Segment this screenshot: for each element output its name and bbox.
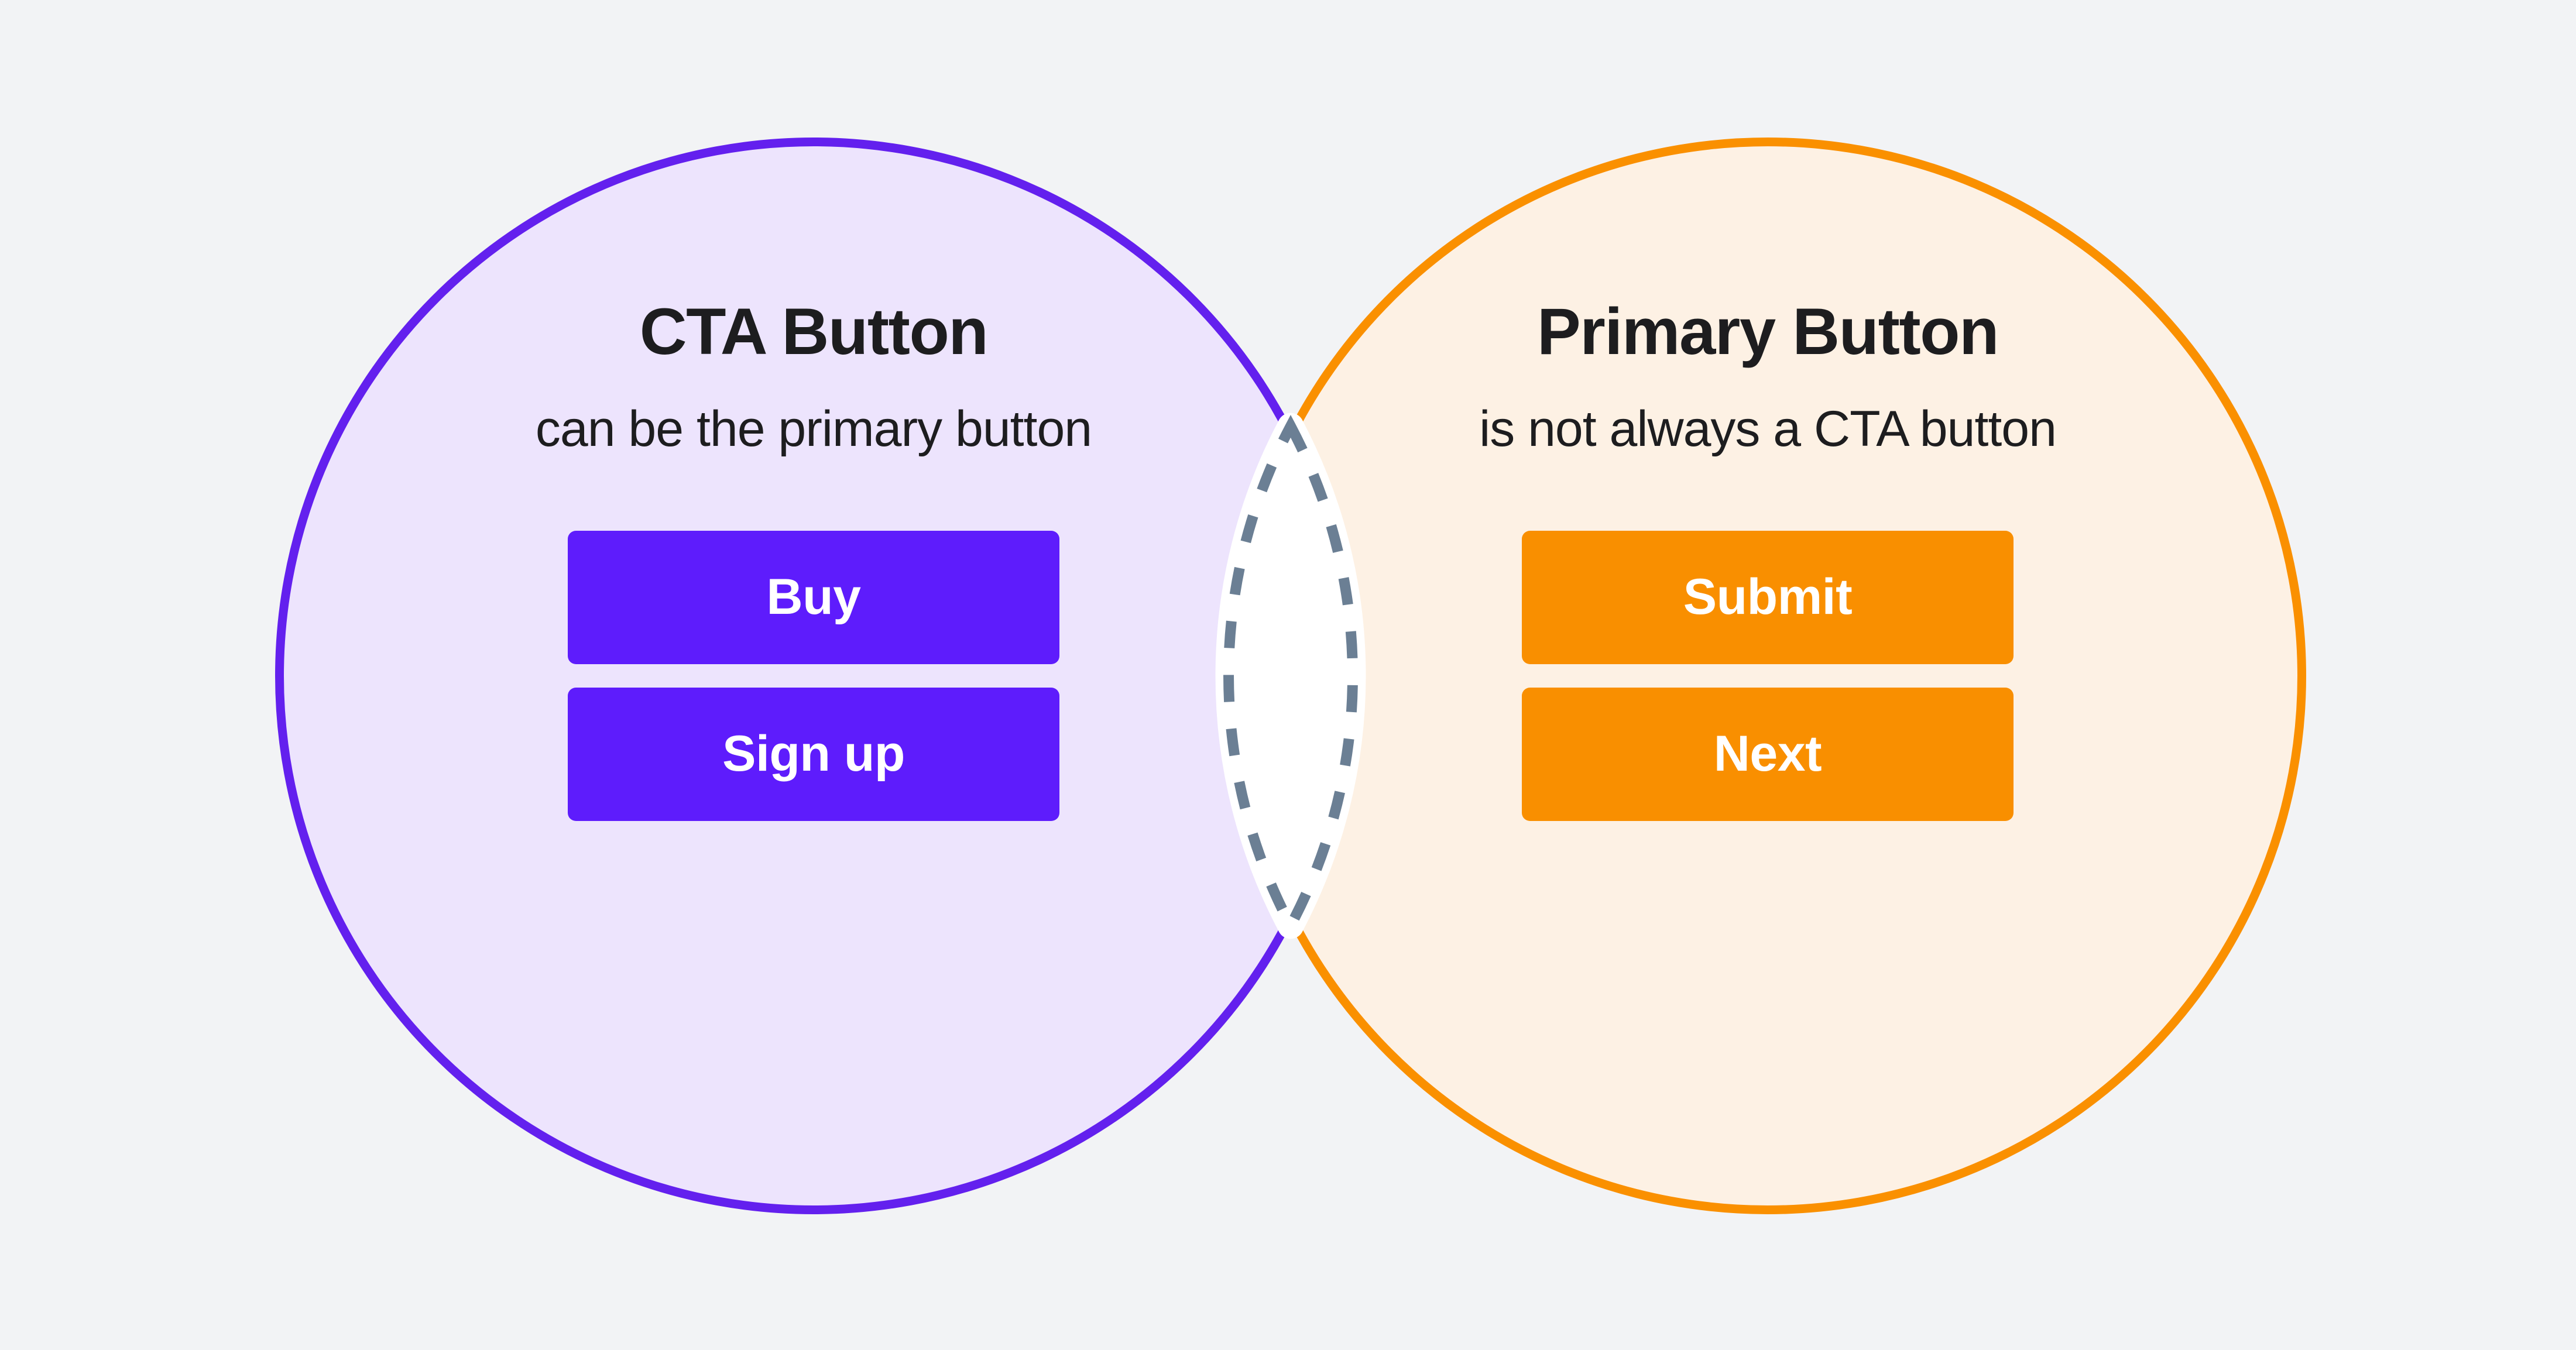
- submit-button[interactable]: Submit: [1522, 530, 2014, 664]
- set-primary-button-title: Primary Button: [1537, 295, 1999, 368]
- intersection-lens: [1223, 414, 1358, 937]
- next-button[interactable]: Next: [1522, 687, 2014, 821]
- set-cta-button-content: CTA Button can be the primary button Buy…: [357, 296, 1270, 821]
- set-cta-button-button-stack: Buy Sign up: [568, 530, 1059, 821]
- set-cta-button-subtitle: can be the primary button: [535, 401, 1092, 458]
- set-primary-button-subtitle: is not always a CTA button: [1479, 401, 2057, 458]
- sign-up-button[interactable]: Sign up: [568, 687, 1059, 821]
- set-cta-button-title: CTA Button: [639, 295, 989, 368]
- buy-button[interactable]: Buy: [568, 530, 1059, 664]
- set-primary-button-button-stack: Submit Next: [1522, 530, 2014, 821]
- set-primary-button-content: Primary Button is not always a CTA butto…: [1311, 296, 2224, 821]
